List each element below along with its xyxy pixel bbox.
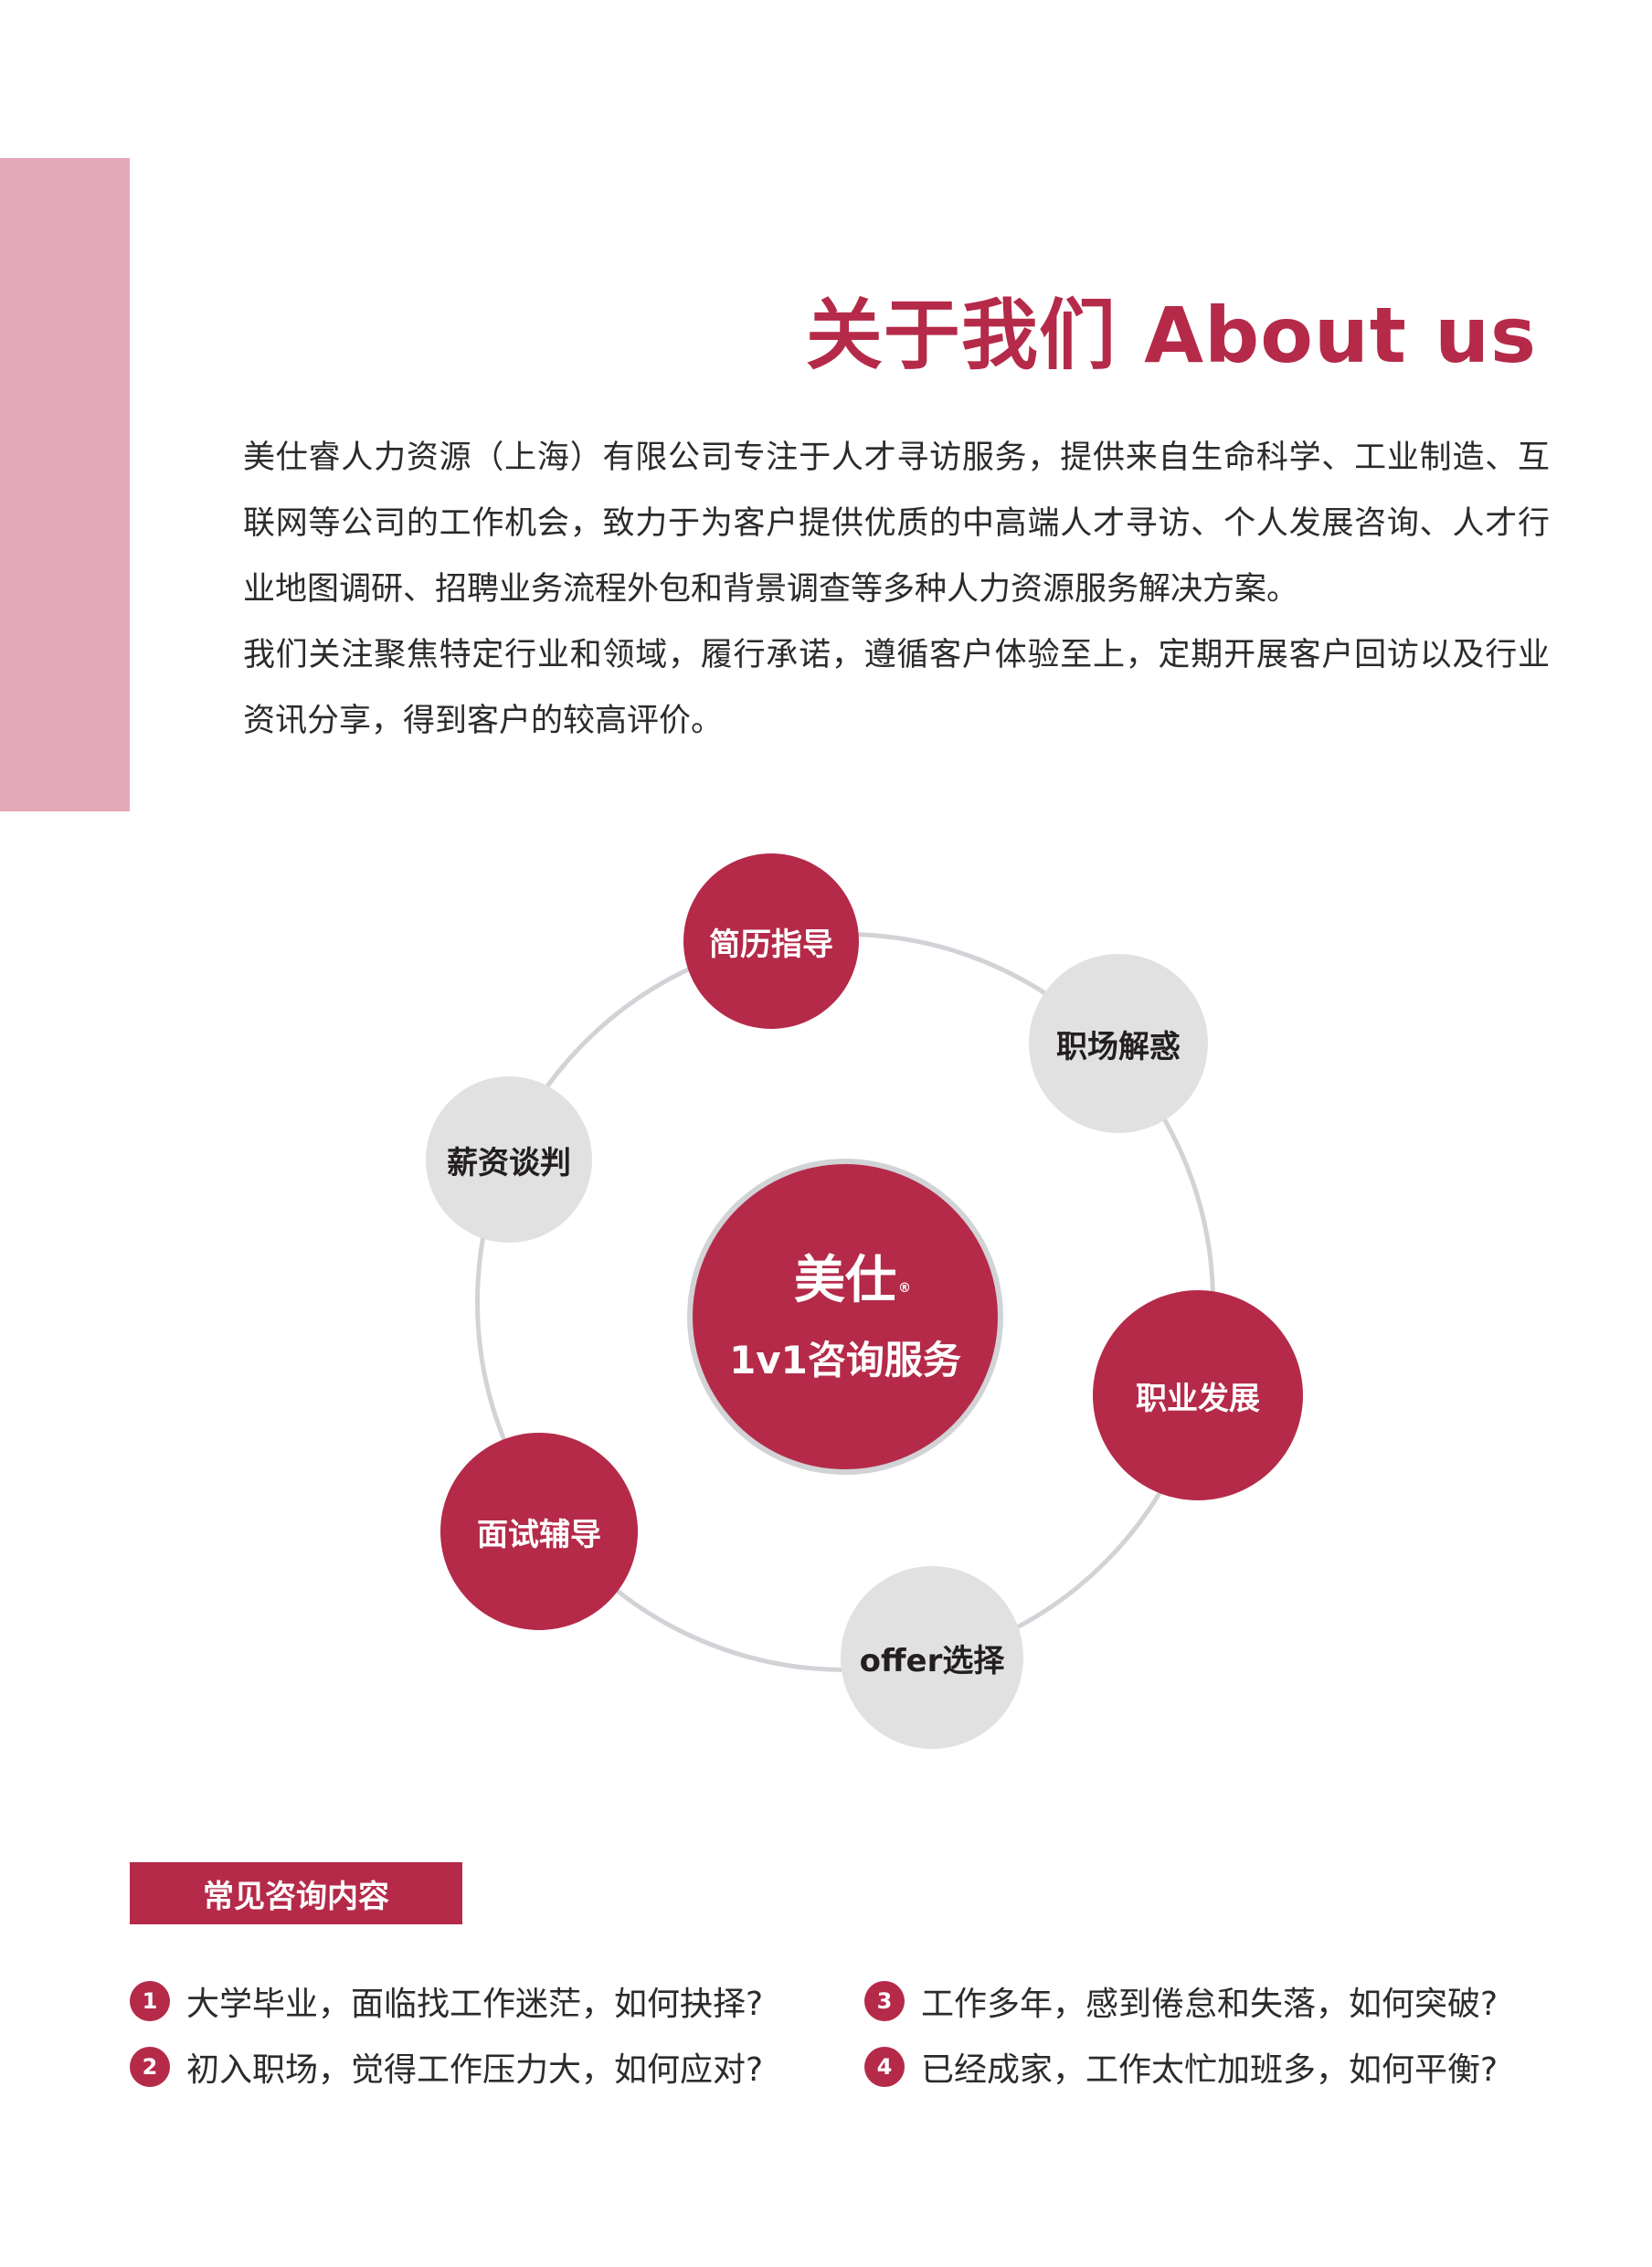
side-accent-band	[0, 158, 130, 811]
node-career-development: 职业发展	[1093, 1290, 1303, 1500]
faq-item-2: 2 初入职场，觉得工作压力大，如何应对?	[130, 2043, 763, 2091]
intro-paragraph-1: 美仕睿人力资源（上海）有限公司专注于人才寻访服务，提供来自生命科学、工业制造、互…	[243, 440, 1550, 608]
faq-text-4: 已经成家，工作太忙加班多，如何平衡?	[921, 2051, 1498, 2089]
faq-text-2: 初入职场，觉得工作压力大，如何应对?	[186, 2051, 764, 2089]
faq-number-1: 1	[130, 1981, 170, 2021]
faq-item-1: 1 大学毕业，面临找工作迷茫，如何抉择?	[130, 1977, 763, 2025]
wheel-center: 美仕® 1v1咨询服务	[687, 1159, 1003, 1475]
faq-item-4: 4 已经成家，工作太忙加班多，如何平衡?	[864, 2043, 1498, 2091]
node-career-confusion: 职场解惑	[1029, 954, 1208, 1133]
node-resume-guidance: 简历指导	[683, 853, 859, 1029]
registered-mark: ®	[898, 1280, 911, 1296]
node-salary-negotiation: 薪资谈判	[426, 1076, 592, 1243]
faq-heading: 常见咨询内容	[130, 1862, 462, 1924]
intro-text: 美仕睿人力资源（上海）有限公司专注于人才寻访服务，提供来自生命科学、工业制造、互…	[243, 425, 1550, 754]
intro-paragraph-2: 我们关注聚焦特定行业和领域，履行承诺，遵循客户体验至上，定期开展客户回访以及行业…	[243, 637, 1550, 739]
faq-text-1: 大学毕业，面临找工作迷茫，如何抉择?	[186, 1986, 764, 2023]
center-service: 1v1咨询服务	[729, 1337, 961, 1382]
faq-text-3: 工作多年，感到倦怠和失落，如何突破?	[921, 1986, 1498, 2023]
center-brand-text: 美仕	[794, 1250, 896, 1310]
faq-number-2: 2	[130, 2047, 170, 2087]
wheel-ring	[475, 932, 1215, 1672]
page-title: 关于我们 About us	[805, 291, 1537, 380]
faq-number-4: 4	[864, 2047, 905, 2087]
node-offer-choice: offer选择	[841, 1566, 1023, 1749]
faq-item-3: 3 工作多年，感到倦怠和失落，如何突破?	[864, 1977, 1498, 2025]
node-interview-coaching: 面试辅导	[440, 1433, 638, 1630]
faq-number-3: 3	[864, 1981, 905, 2021]
center-brand: 美仕®	[794, 1249, 911, 1313]
